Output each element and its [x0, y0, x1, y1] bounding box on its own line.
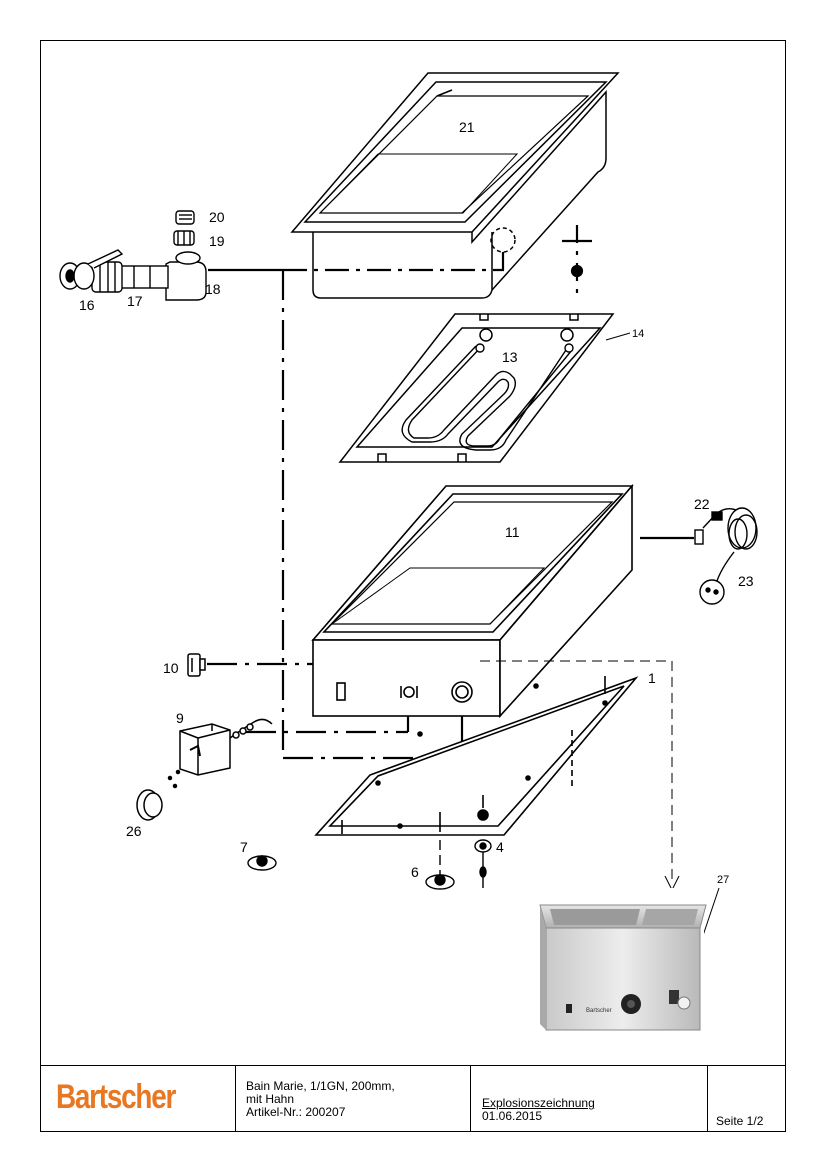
brand-logo-cell: Bartscher — [40, 1066, 236, 1132]
label-26: 26 — [126, 823, 142, 839]
pan-21 — [290, 72, 620, 299]
label-20: 20 — [209, 209, 225, 225]
label-1: 1 — [648, 670, 656, 686]
label-23: 23 — [738, 573, 754, 589]
product-photo: Bartscher — [518, 888, 707, 1040]
thermostat-9 — [179, 718, 273, 776]
pilot-lamp-10 — [187, 653, 206, 677]
label-16: 16 — [79, 297, 95, 313]
exploded-view-drawing: Bartscher 21 20 19 18 17 16 14 13 11 22 … — [59, 72, 758, 1040]
label-22: 22 — [694, 496, 710, 512]
label-11: 11 — [505, 524, 520, 540]
label-21: 21 — [459, 119, 475, 135]
housing-11 — [311, 483, 634, 719]
feet-4-6-7 — [247, 839, 492, 890]
article-number: Artikel-Nr.: 200207 — [246, 1105, 346, 1119]
drain-tap-16-20 — [59, 210, 207, 301]
label-4: 4 — [496, 839, 504, 855]
label-14: 14 — [632, 328, 644, 340]
label-13: 13 — [502, 349, 518, 365]
label-9: 9 — [176, 710, 184, 726]
power-cord-22-23 — [694, 507, 758, 605]
label-18: 18 — [205, 281, 221, 297]
base-plate-1 — [314, 676, 639, 836]
document-info: Explosionszeichnung 01.06.2015 — [471, 1066, 708, 1132]
label-6: 6 — [411, 864, 419, 880]
heating-element-13 — [401, 343, 574, 451]
part-labels: 21 20 19 18 17 16 14 13 11 22 23 10 1 9 … — [79, 119, 754, 886]
document-type: Explosionszeichnung — [482, 1096, 595, 1110]
label-7: 7 — [240, 839, 248, 855]
product-name: Bain Marie, 1/1GN, 200mm, — [246, 1079, 395, 1093]
product-variant: mit Hahn — [246, 1092, 295, 1106]
product-description: Bain Marie, 1/1GN, 200mm, mit Hahn Artik… — [236, 1066, 471, 1132]
document-date: 01.06.2015 — [482, 1109, 543, 1123]
label-19: 19 — [209, 233, 225, 249]
label-10: 10 — [163, 660, 179, 676]
label-17: 17 — [127, 293, 143, 309]
heater-plate-14 — [338, 313, 631, 463]
title-block: Bartscher Bain Marie, 1/1GN, 200mm, mit … — [40, 1065, 786, 1132]
label-27: 27 — [717, 874, 729, 886]
page-number: Seite 1/2 — [716, 1114, 764, 1128]
photo-brand-label: Bartscher — [586, 1008, 612, 1014]
drawing-frame — [40, 40, 786, 1132]
brand-logo: Bartscher — [56, 1078, 176, 1116]
knob-26 — [136, 769, 181, 821]
